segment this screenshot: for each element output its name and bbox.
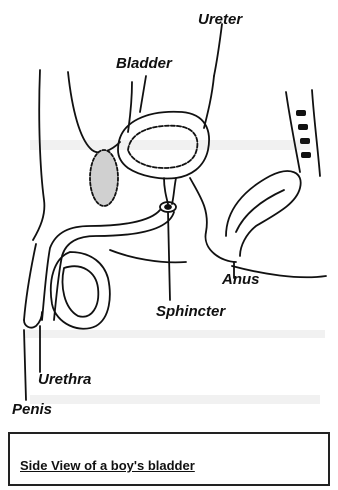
label-sphincter: Sphincter [156,304,225,319]
testicle-outline [63,266,99,316]
leader-sphincter [168,212,170,300]
bladder-neck [164,178,168,204]
perineum-curve [110,250,186,262]
penis-outline [24,244,36,320]
spine-outline-2 [312,90,320,176]
penis-tip [24,312,42,328]
leader-ureter [214,24,222,76]
label-ureter: Ureter [198,12,242,27]
caption-text: Side View of a boy's bladder [20,458,195,473]
ureter-line-right [204,76,214,128]
label-bladder: Bladder [116,56,172,71]
bladder-neck-2 [172,178,176,204]
leader-bladder [140,76,146,112]
label-penis: Penis [12,402,52,417]
leader-penis [24,330,26,400]
spine-outline [286,92,300,172]
rectum-outline [226,171,301,256]
pubic-bone [90,150,118,206]
vertebrae [296,110,311,158]
abdominal-wall-outline [33,70,44,240]
label-urethra: Urethra [38,372,91,387]
label-anus: Anus [222,272,260,287]
